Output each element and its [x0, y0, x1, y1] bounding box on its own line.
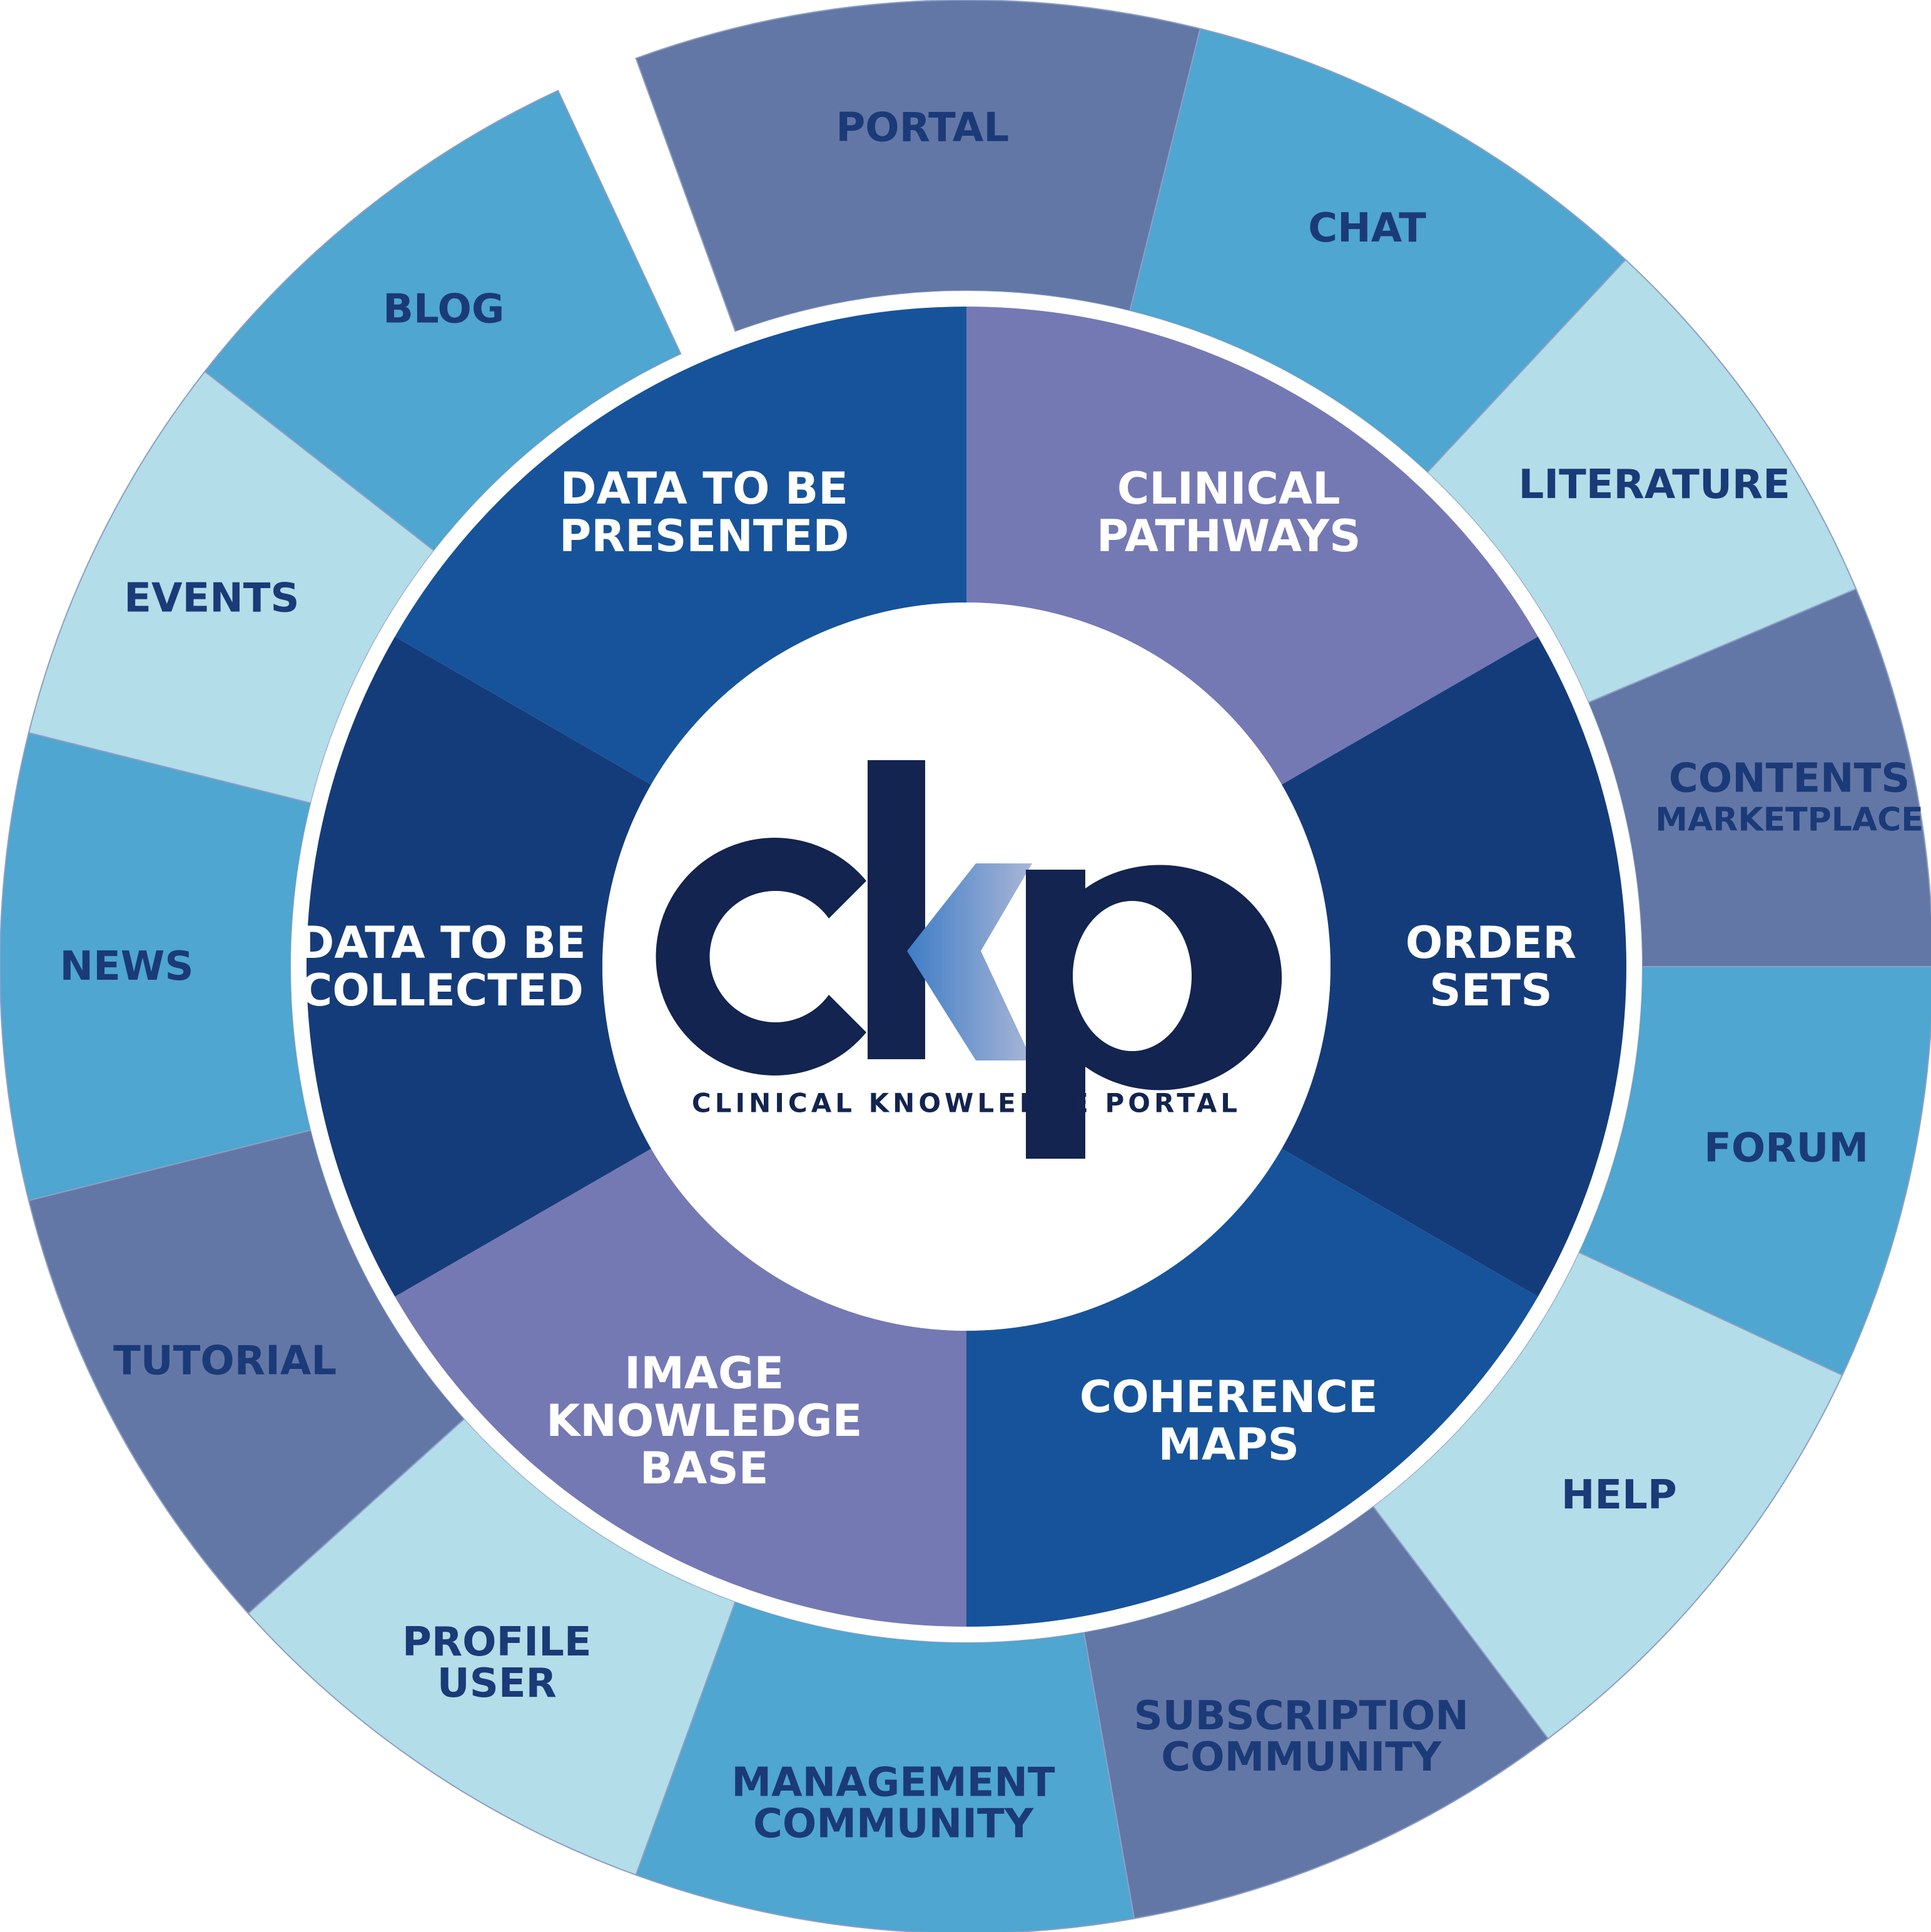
inner-segment-order-sets — [1282, 636, 1626, 1297]
logo-letter-c — [656, 838, 866, 1075]
outer-label-profile: PROFILE — [402, 1619, 592, 1665]
inner-label-order: ORDER — [1406, 917, 1576, 969]
inner-segment-data-to-be-collected — [306, 636, 651, 1297]
inner-segment-image-knowledge-base — [395, 1149, 966, 1627]
inner-label-maps: MAPS — [1158, 1419, 1299, 1470]
ckp-logo: CLINICAL KNOWLEDGE PORTAL — [656, 760, 1282, 1159]
outer-label-forum: FORUM — [1704, 1126, 1868, 1172]
inner-label-image: IMAGE — [624, 1348, 784, 1399]
inner-segment-clinical-pathways — [966, 307, 1538, 785]
outer-label-chat: CHAT — [1308, 205, 1426, 252]
outer-label-contents: CONTENTS — [1669, 755, 1910, 801]
logo-subtitle: CLINICAL KNOWLEDGE PORTAL — [692, 1088, 1241, 1119]
outer-segment-portal — [635, 0, 1201, 333]
outer-segment-blog — [204, 89, 682, 552]
inner-label-data-to-be: DATA TO BE — [560, 463, 848, 514]
logo-letter-p — [1026, 865, 1282, 1159]
outer-label-events: EVENTS — [124, 575, 299, 621]
inner-segment-data-to-be-presented — [395, 307, 966, 785]
outer-label-marketplace: MARKETPLACE — [1655, 801, 1923, 838]
logo-chevron-mark — [907, 863, 1032, 1060]
inner-label-coherence: COHERENCE — [1080, 1371, 1378, 1423]
inner-label-sets: SETS — [1429, 965, 1552, 1016]
inner-label-data-to-be: DATA TO BE — [298, 917, 586, 969]
outer-label-portal: PORTAL — [836, 104, 1009, 151]
logo-letter-k-stem — [868, 760, 925, 1059]
outer-label-community: COMMUNITY — [753, 1801, 1034, 1847]
outer-label-news: NEWS — [60, 943, 194, 990]
inner-segment-coherence-maps — [966, 1149, 1538, 1627]
inner-label-base: BASE — [640, 1443, 769, 1494]
outer-label-community: COMMUNITY — [1161, 1734, 1442, 1781]
inner-label-presented: PRESENTED — [559, 511, 849, 562]
outer-label-literature: LITERATURE — [1518, 462, 1790, 508]
inner-label-pathways: PATHWAYS — [1097, 511, 1361, 562]
outer-label-management: MANAGEMENT — [731, 1759, 1055, 1806]
inner-label-clinical: CLINICAL — [1117, 463, 1341, 514]
outer-label-user: USER — [437, 1660, 557, 1707]
outer-label-help: HELP — [1561, 1472, 1677, 1518]
outer-label-tutorial: TUTORIAL — [113, 1338, 337, 1384]
inner-label-collected: COLLECTED — [300, 965, 584, 1016]
inner-ring — [306, 307, 1626, 1627]
outer-label-blog: BLOG — [383, 286, 504, 332]
inner-label-knowledge: KNOWLEDGE — [546, 1395, 862, 1446]
outer-label-subscription: SUBSCRIPTION — [1134, 1693, 1469, 1739]
